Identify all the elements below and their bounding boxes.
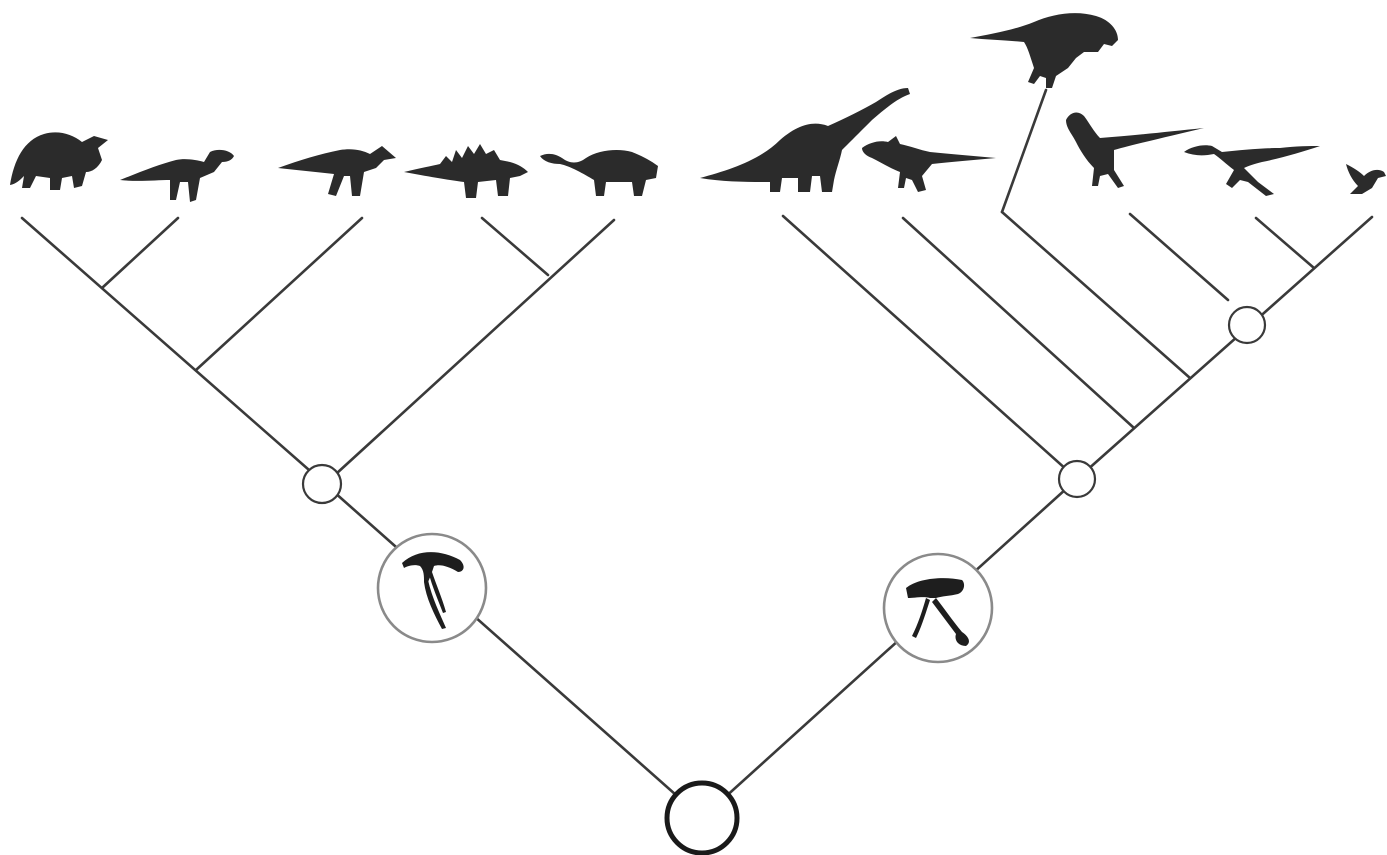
bird-hip-badge	[376, 532, 488, 644]
branch-tip-stegosaurus	[480, 216, 550, 277]
branch-tip-pachycephalosaur	[100, 216, 180, 290]
ankylosaurus-silhouette	[540, 150, 658, 196]
allosauroid-silhouette	[1066, 112, 1204, 188]
right-clade-branches	[700, 88, 1374, 820]
branch-tyrannosaurus-stem	[1000, 88, 1048, 214]
ceratosaurus-silhouette	[862, 136, 996, 192]
maniraptora-node	[1227, 305, 1267, 345]
lizard-hip-badge	[882, 552, 994, 664]
branch-tip-ceratosaurus	[901, 216, 1136, 430]
pachycephalosaur-silhouette	[120, 149, 234, 202]
tyrannosaurus-silhouette	[970, 13, 1118, 88]
branch-tip-allosauroid	[1128, 212, 1230, 302]
branch-right-main	[1075, 215, 1374, 481]
branch-tip-brachiosaurus	[781, 214, 1079, 481]
theropoda-node	[1057, 459, 1097, 499]
branch-tip-tyrannosaurus	[1000, 210, 1192, 380]
triceratops-silhouette	[10, 132, 108, 190]
root-node	[664, 780, 740, 855]
ornithischia-node	[301, 463, 343, 505]
lizard-hip-pelvis-icon	[906, 578, 969, 646]
left-clade-branches	[20, 216, 704, 820]
stegosaurus-silhouette	[404, 144, 528, 198]
branch-tip-velociraptor	[1254, 216, 1316, 270]
branch-left-main	[20, 216, 327, 486]
bird-silhouette	[1346, 164, 1386, 194]
branch-root-to-left	[323, 482, 704, 820]
branch-left-armored	[323, 218, 616, 486]
velociraptor-silhouette	[1184, 145, 1320, 196]
brachiosaurus-silhouette	[700, 88, 910, 192]
parasaurolophus-silhouette	[278, 146, 396, 196]
branch-tip-parasaurolophus	[194, 216, 364, 372]
bird-hip-pelvis-icon	[402, 552, 464, 629]
branch-root-to-right	[700, 477, 1079, 820]
